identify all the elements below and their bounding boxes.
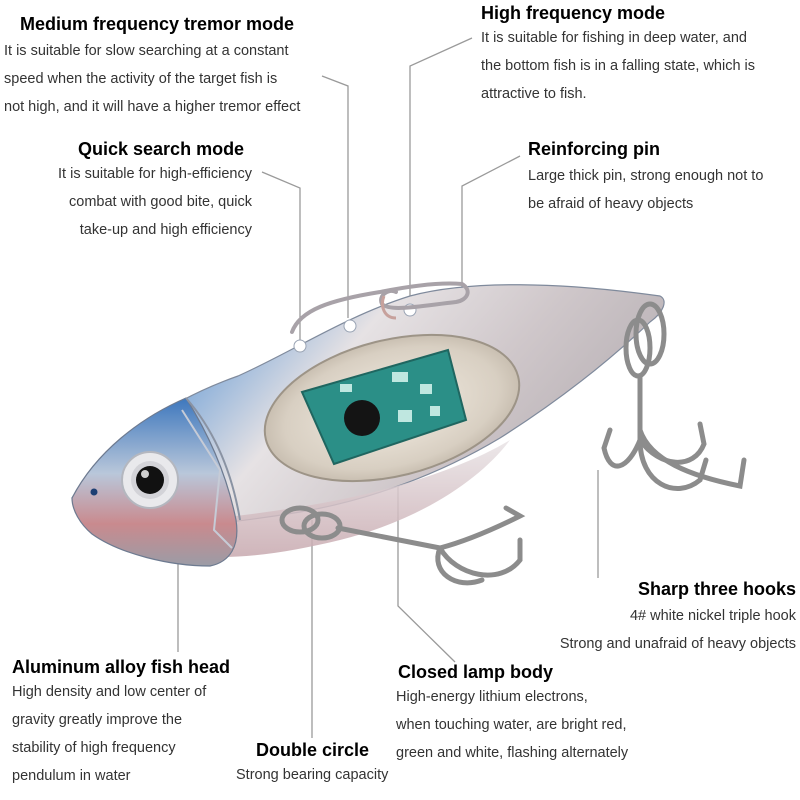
label-medium-frequency: Medium frequency tremor mode It is suita…	[4, 14, 300, 121]
tail-hook-assembly	[601, 301, 747, 491]
label-line: It is suitable for high-efficiency	[58, 166, 252, 182]
nose-dot	[90, 488, 98, 496]
label-line: speed when the activity of the target fi…	[4, 71, 278, 87]
label-line: pendulum in water	[12, 768, 131, 784]
leader-line-pin	[461, 155, 521, 290]
label-line: It is suitable for fishing in deep water…	[481, 30, 747, 46]
label-title: Double circle	[256, 740, 370, 760]
gill-line	[185, 397, 241, 521]
label-line: Strong and unafraid of heavy objects	[559, 636, 796, 652]
label-line: High density and low center of	[12, 684, 207, 700]
label-title: Closed lamp body	[398, 662, 554, 682]
label-quick-search: Quick search mode It is suitable for hig…	[30, 139, 252, 244]
label-fish-head: Aluminum alloy fish head High density an…	[12, 657, 230, 790]
label-high-frequency: High frequency mode It is suitable for f…	[481, 3, 755, 108]
label-reinforcing-pin: Reinforcing pin Large thick pin, strong …	[528, 139, 763, 218]
label-line: High-energy lithium electrons,	[396, 689, 588, 705]
tuning-hole-medium	[343, 319, 357, 333]
label-line: attractive to fish.	[481, 86, 587, 102]
label-title: Reinforcing pin	[528, 139, 660, 159]
tuning-hole-quick	[293, 339, 307, 353]
head-facet	[181, 409, 233, 549]
label-line: Large thick pin, strong enough not to	[528, 168, 764, 184]
lure-eye-pupil	[136, 466, 164, 494]
label-line: Strong bearing capacity	[236, 767, 389, 783]
label-line: 4# white nickel triple hook	[629, 608, 796, 624]
leader-line-high	[409, 37, 473, 304]
led-chip	[344, 400, 380, 436]
label-title: Sharp three hooks	[637, 579, 796, 599]
label-line: the bottom fish is in a falling state, w…	[481, 58, 756, 74]
leader-lines	[177, 37, 599, 738]
label-title: Medium frequency tremor mode	[20, 14, 295, 34]
label-sharp-hooks: Sharp three hooks 4# white nickel triple…	[506, 579, 796, 658]
label-line: not high, and it will have a higher trem…	[4, 99, 301, 115]
label-line: take-up and high efficiency	[79, 222, 252, 238]
label-title: High frequency mode	[481, 3, 666, 23]
leader-line-quick	[261, 171, 301, 340]
label-line: green and white, flashing alternately	[396, 745, 629, 761]
lure-belly	[200, 440, 510, 558]
label-double-circle: Double circle Strong bearing capacity	[236, 740, 388, 789]
label-line: stability of high frequency	[12, 740, 176, 756]
label-title: Aluminum alloy fish head	[12, 657, 231, 677]
label-line: gravity greatly improve the	[12, 712, 183, 728]
circuit-board	[300, 348, 468, 466]
belly-hook-assembly	[279, 505, 526, 586]
label-title: Quick search mode	[78, 139, 245, 159]
label-closed-lamp: Closed lamp body High-energy lithium ele…	[396, 662, 628, 767]
label-line: combat with good bite, quick	[69, 194, 252, 210]
label-line: be afraid of heavy objects	[528, 196, 694, 212]
label-line: when touching water, are bright red,	[396, 717, 627, 733]
label-line: It is suitable for slow searching at a c…	[4, 43, 289, 59]
leader-line-medium	[321, 75, 349, 318]
